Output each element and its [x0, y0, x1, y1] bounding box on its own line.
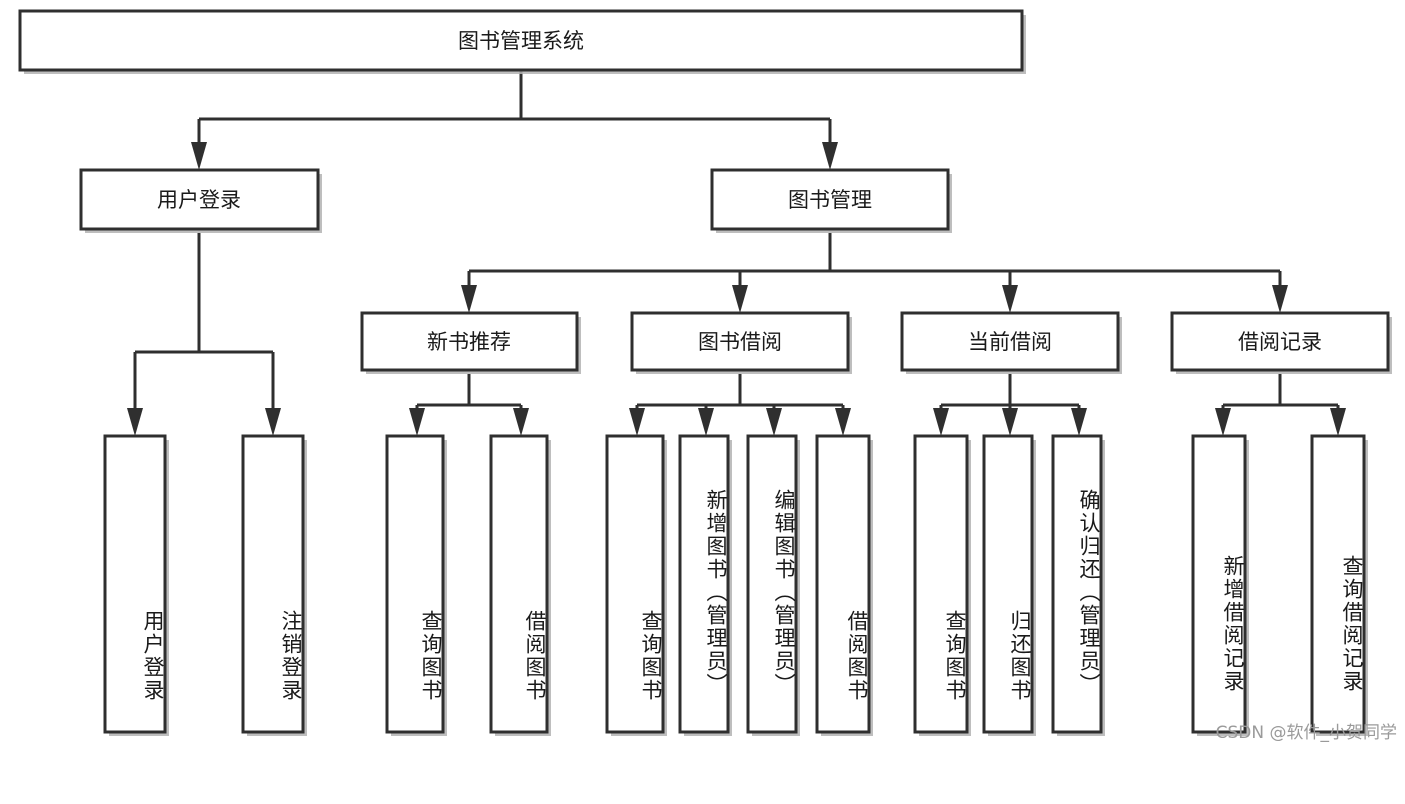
connector-group-new-book-recommend [409, 374, 529, 436]
node-leaf-user-login[interactable] [103, 434, 169, 736]
arrow-head-leaf-query-book-3 [933, 408, 949, 436]
arrow-head-leaf-query-record [1330, 408, 1346, 436]
arrow-head-current-borrow [1002, 285, 1018, 313]
node-root[interactable]: 图书管理系统 [18, 9, 1026, 74]
node-borrow-record-label: 借阅记录 [1238, 330, 1322, 354]
arrow-head-book-management [822, 142, 838, 170]
connector-group-borrow-record [1215, 374, 1346, 436]
arrow-head-user-login [191, 142, 207, 170]
arrow-head-new-book-recommend [461, 285, 477, 313]
node-leaf-edit-book-rect[interactable] [746, 434, 798, 734]
node-current-borrow-label: 当前借阅 [968, 330, 1052, 354]
node-book-borrow-rect[interactable] [630, 311, 850, 372]
connector-group-book-borrow [629, 374, 851, 436]
node-book-management-label: 图书管理 [788, 188, 872, 212]
node-leaf-query-book-3[interactable] [913, 434, 971, 736]
node-leaf-confirm-return[interactable] [1051, 434, 1105, 736]
node-borrow-record[interactable]: 借阅记录 [1170, 311, 1392, 374]
flow-chart-svg: 图书管理系统 用户登录 图书管理 新书推荐 图书借阅 当前借阅 [18, 9, 1392, 736]
node-book-management-rect[interactable] [710, 168, 950, 231]
arrow-head-leaf-borrow-book-2 [835, 408, 851, 436]
node-borrow-record-rect[interactable] [1170, 311, 1390, 372]
arrow-head-book-borrow [732, 285, 748, 313]
node-leaf-add-book[interactable] [678, 434, 732, 736]
arrow-head-leaf-add-record [1215, 408, 1231, 436]
node-book-management[interactable]: 图书管理 [710, 168, 952, 233]
arrow-head-leaf-edit-book [766, 408, 782, 436]
node-book-borrow-label: 图书借阅 [698, 330, 782, 354]
node-root-rect[interactable] [18, 9, 1024, 72]
node-user-login[interactable]: 用户登录 [79, 168, 322, 233]
connector-group-user-login [127, 233, 281, 436]
node-new-book-recommend-label: 新书推荐 [427, 330, 511, 354]
arrow-head-leaf-user-login [127, 408, 143, 436]
node-current-borrow[interactable]: 当前借阅 [900, 311, 1122, 374]
node-leaf-logout-login[interactable] [241, 434, 307, 736]
node-leaf-return-book[interactable] [982, 434, 1036, 736]
connector-group-book-management [461, 233, 1288, 313]
node-user-login-rect[interactable] [79, 168, 320, 231]
node-leaf-add-book-rect[interactable] [678, 434, 730, 734]
arrow-head-leaf-add-book [698, 408, 714, 436]
node-root-label: 图书管理系统 [458, 29, 584, 53]
arrow-head-leaf-return-book [1002, 408, 1018, 436]
node-leaf-confirm-return-rect[interactable] [1051, 434, 1103, 734]
node-leaf-borrow-book-1-rect[interactable] [489, 434, 549, 734]
arrow-head-leaf-logout-login [265, 408, 281, 436]
node-leaf-borrow-book-2[interactable] [815, 434, 873, 736]
arrow-head-leaf-query-book-1 [409, 408, 425, 436]
node-leaf-query-book-1[interactable] [385, 434, 447, 736]
arrow-head-leaf-query-book-2 [629, 408, 645, 436]
node-leaf-query-book-2[interactable] [605, 434, 667, 736]
node-user-login-label: 用户登录 [157, 188, 241, 212]
node-leaf-add-record[interactable] [1191, 434, 1249, 736]
node-leaf-user-login-rect[interactable] [103, 434, 167, 734]
node-book-borrow[interactable]: 图书借阅 [630, 311, 852, 374]
node-leaf-query-book-2-rect[interactable] [605, 434, 665, 734]
node-new-book-recommend-rect[interactable] [360, 311, 579, 372]
arrow-head-borrow-record [1272, 285, 1288, 313]
node-leaf-edit-book[interactable] [746, 434, 800, 736]
node-leaf-borrow-book-1[interactable] [489, 434, 551, 736]
arrow-head-leaf-borrow-book-1 [513, 408, 529, 436]
node-leaf-query-record[interactable] [1310, 434, 1368, 736]
node-leaf-return-book-rect[interactable] [982, 434, 1034, 734]
arrow-head-leaf-confirm-return [1071, 408, 1087, 436]
node-current-borrow-rect[interactable] [900, 311, 1120, 372]
node-leaf-add-record-rect[interactable] [1191, 434, 1247, 734]
node-leaf-logout-login-rect[interactable] [241, 434, 305, 734]
connector-group-root [191, 70, 838, 170]
node-leaf-borrow-book-2-rect[interactable] [815, 434, 871, 734]
node-leaf-query-book-3-rect[interactable] [913, 434, 969, 734]
node-leaf-query-book-1-rect[interactable] [385, 434, 445, 734]
connector-group-current-borrow [933, 374, 1087, 436]
csdn-watermark: CSDN @软件_小贺同学 [1215, 723, 1397, 743]
node-new-book-recommend[interactable]: 新书推荐 [360, 311, 581, 374]
node-leaf-query-record-rect[interactable] [1310, 434, 1366, 734]
diagram-canvas: 图书管理系统 用户登录 图书管理 新书推荐 图书借阅 当前借阅 [18, 9, 1397, 743]
